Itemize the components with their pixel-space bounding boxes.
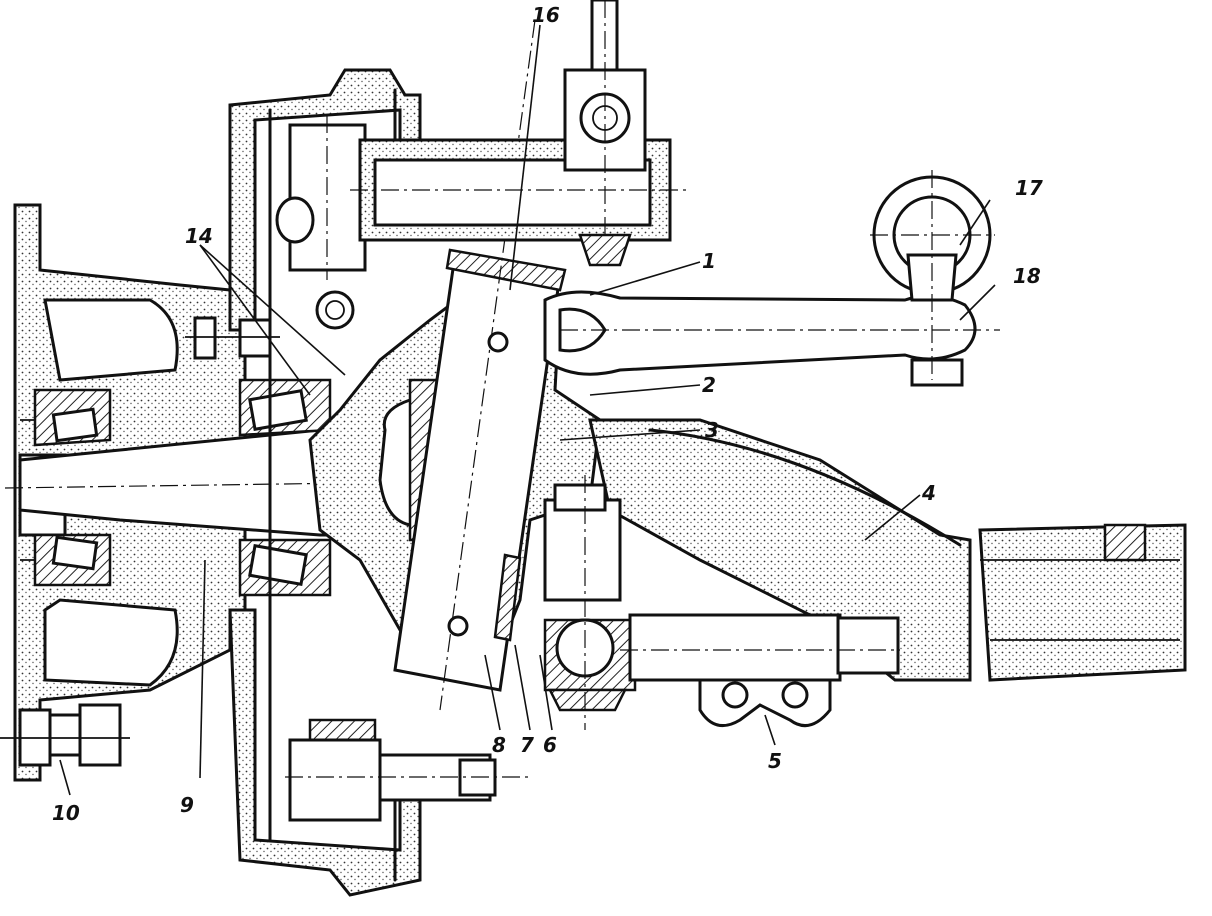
leader-lines	[59, 24, 996, 796]
callout-9: 9	[180, 793, 194, 817]
lower-brake-shoe	[285, 718, 530, 822]
callout-18: 18	[1013, 264, 1041, 288]
callout-4: 4	[921, 481, 936, 505]
lower-tie-rod	[620, 613, 900, 728]
callout-6: 6	[543, 733, 557, 757]
callout-10: 10	[52, 801, 80, 825]
callout-labels: 16 1 2 3 4 14 17 18 9 10 8 7 6 5	[52, 3, 1043, 825]
callout-5: 5	[768, 749, 782, 773]
brake-drum	[228, 68, 427, 897]
hub-flange-bolt	[0, 703, 130, 767]
outer-bearing	[33, 388, 112, 587]
callout-16: 16	[532, 3, 560, 27]
callout-1: 1	[702, 249, 716, 273]
callout-14: 14	[185, 224, 213, 248]
axle-beam	[588, 418, 1187, 682]
steering-arm	[543, 290, 1000, 387]
inner-bearing	[238, 378, 332, 597]
ball-joint	[543, 475, 637, 730]
upper-brake-shoe	[275, 115, 367, 330]
upper-drag-link	[350, 0, 690, 270]
callout-8: 8	[492, 733, 506, 757]
king-pin	[393, 19, 567, 711]
callout-2: 2	[702, 373, 716, 397]
callout-3: 3	[705, 418, 719, 442]
tie-rod-end	[870, 170, 995, 380]
callout-7: 7	[520, 733, 534, 757]
callout-17: 17	[1015, 176, 1043, 200]
